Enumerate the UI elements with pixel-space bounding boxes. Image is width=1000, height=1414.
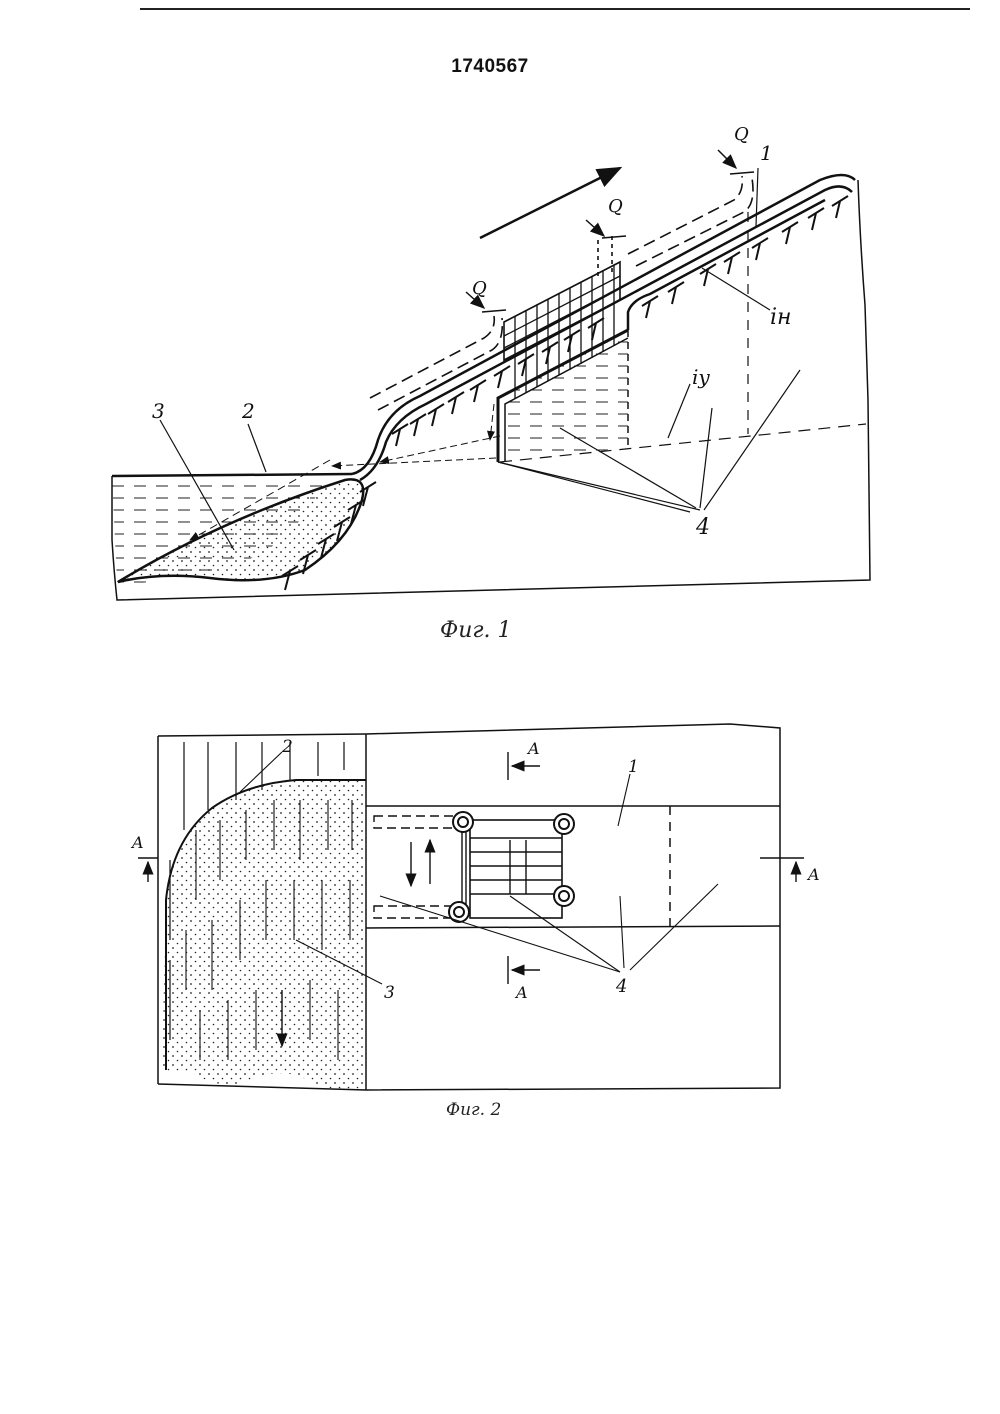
fig2-label-item-1: 1 — [628, 757, 639, 777]
flow-direction-arrows-fig2 — [411, 840, 430, 886]
section-label-right: A — [806, 865, 820, 884]
figure-2-caption: Фиг. 2 — [446, 1100, 501, 1120]
section-label-top: A — [526, 739, 540, 758]
pipe-nodes — [449, 812, 574, 922]
section-label-bottom: A — [514, 983, 528, 1002]
fig2-label-item-3: 3 — [384, 983, 395, 1003]
sediment-fan — [162, 778, 366, 1091]
fig2-label-item-2: 2 — [281, 737, 293, 757]
fig2-label-item-4: 4 — [615, 976, 627, 997]
section-label-left: A — [130, 833, 144, 852]
figure-1-caption: Фиг. 1 — [440, 618, 512, 643]
